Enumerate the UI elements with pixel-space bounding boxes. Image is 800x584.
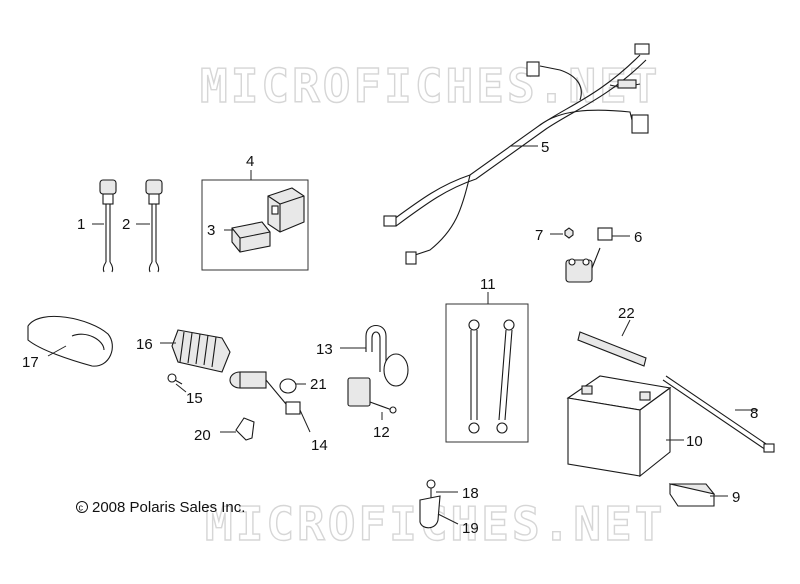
callout-18: 18: [462, 485, 479, 502]
callout-numbers: 1 2 3 4 5 6 7 8 9 10 11 12 13 14 15 16 1…: [22, 139, 758, 537]
part-20-clip: [235, 417, 255, 441]
copyright-text: 2008 Polaris Sales Inc.: [92, 499, 245, 516]
part-2-lead-connector: [145, 179, 163, 273]
callout-21: 21: [310, 376, 327, 393]
part-9-pad: [668, 483, 716, 507]
part-21-o-ring: [279, 378, 297, 394]
callout-15: 15: [186, 390, 203, 407]
part-17-cover: [27, 315, 113, 367]
callout-2: 2: [122, 216, 130, 233]
copyright-notice: c 2008 Polaris Sales Inc.: [76, 499, 245, 516]
callout-8: 8: [750, 405, 758, 422]
part-15-screw: [167, 373, 183, 385]
part-4-module: [267, 187, 305, 233]
callout-17: 17: [22, 354, 39, 371]
part-19-bracket: [419, 495, 441, 529]
part-18-screw: [426, 479, 436, 498]
part-13-bracket: [347, 324, 409, 414]
callout-11: 11: [480, 276, 496, 293]
callout-6: 6: [634, 229, 642, 246]
part-10-battery: [566, 375, 672, 478]
part-22-strap: [577, 331, 647, 367]
callout-20: 20: [194, 427, 211, 444]
part-14-ignition-switch: [229, 371, 301, 415]
part-1-lead-connector: [99, 179, 117, 273]
callout-19: 19: [462, 520, 479, 537]
callout-13: 13: [316, 341, 333, 358]
callout-4: 4: [246, 153, 254, 170]
watermark-top: MICROFICHES.NET: [200, 59, 660, 113]
callout-22: 22: [618, 305, 635, 322]
part-4-kit-box: [201, 179, 309, 271]
part-5-wire-harness: [383, 43, 650, 265]
callout-10: 10: [686, 433, 703, 450]
callout-9: 9: [732, 489, 740, 506]
callout-12: 12: [373, 424, 390, 441]
callout-16: 16: [136, 336, 153, 353]
callout-7: 7: [535, 227, 543, 244]
part-7-nut: [564, 227, 574, 239]
part-3-relay: [231, 221, 271, 253]
svg-text:c: c: [79, 503, 84, 513]
callout-1: 1: [77, 216, 85, 233]
callout-5: 5: [541, 139, 549, 156]
part-11-cable-box: [445, 303, 529, 443]
callout-3: 3: [207, 222, 215, 239]
part-8-cable-tie: [662, 375, 775, 453]
part-11-battery-cables: [468, 319, 515, 434]
callout-14: 14: [311, 437, 328, 454]
part-6-solenoid: [565, 227, 613, 283]
leader-lines: [47, 145, 758, 525]
part-16-regulator: [171, 329, 231, 373]
